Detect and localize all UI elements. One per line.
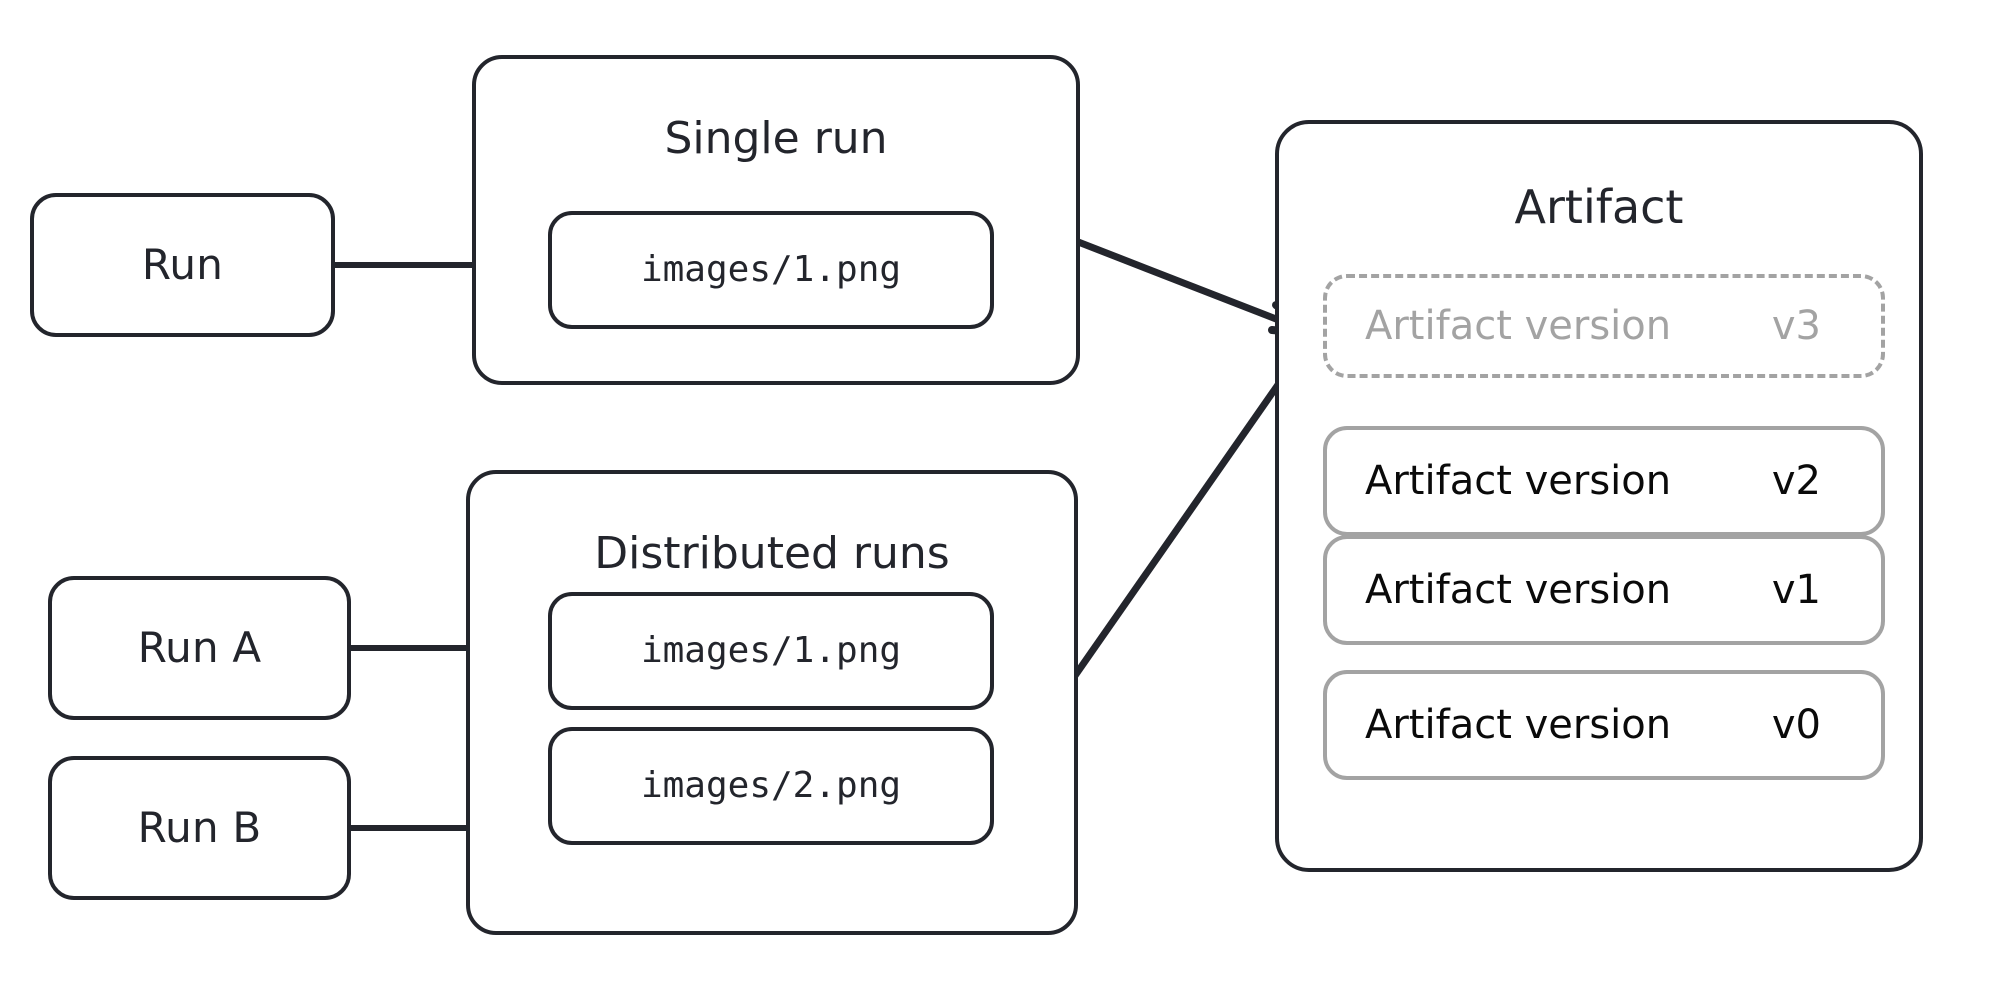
artifact-version-tag: v2: [1771, 458, 1821, 504]
file-node-label: images/1.png: [640, 630, 902, 671]
artifact-version-label: Artifact version: [1365, 458, 1672, 504]
file-node-single-run-1[interactable]: images/1.png: [548, 211, 994, 329]
artifact-panel: Artifact Artifact version v3 Artifact ve…: [1275, 120, 1923, 872]
group-distributed-runs: Distributed runs images/1.png images/2.p…: [466, 470, 1078, 935]
artifact-version-label: Artifact version: [1365, 702, 1672, 748]
artifact-version-v1[interactable]: Artifact version v1: [1323, 535, 1885, 645]
run-node-run-b[interactable]: Run B: [48, 756, 351, 900]
artifact-version-v3[interactable]: Artifact version v3: [1323, 274, 1885, 378]
file-node-distributed-1[interactable]: images/1.png: [548, 592, 994, 710]
group-distributed-runs-title: Distributed runs: [594, 528, 950, 579]
run-node-run[interactable]: Run: [30, 193, 335, 337]
group-single-run: Single run images/1.png: [472, 55, 1080, 385]
artifact-version-v2[interactable]: Artifact version v2: [1323, 426, 1885, 536]
run-node-label: Run A: [137, 623, 262, 672]
run-node-label: Run B: [137, 803, 262, 852]
artifact-version-tag: v1: [1771, 567, 1821, 613]
file-node-distributed-2[interactable]: images/2.png: [548, 727, 994, 845]
group-single-run-title: Single run: [664, 113, 888, 164]
artifact-version-v0[interactable]: Artifact version v0: [1323, 670, 1885, 780]
artifact-version-label: Artifact version: [1365, 567, 1672, 613]
artifact-version-tag: v3: [1771, 303, 1821, 349]
file-node-label: images/1.png: [640, 249, 902, 290]
file-node-label: images/2.png: [640, 765, 902, 806]
artifact-version-tag: v0: [1771, 702, 1821, 748]
run-node-label: Run: [141, 240, 224, 289]
run-node-run-a[interactable]: Run A: [48, 576, 351, 720]
artifact-version-label: Artifact version: [1365, 303, 1672, 349]
artifact-panel-title: Artifact: [1514, 180, 1684, 234]
